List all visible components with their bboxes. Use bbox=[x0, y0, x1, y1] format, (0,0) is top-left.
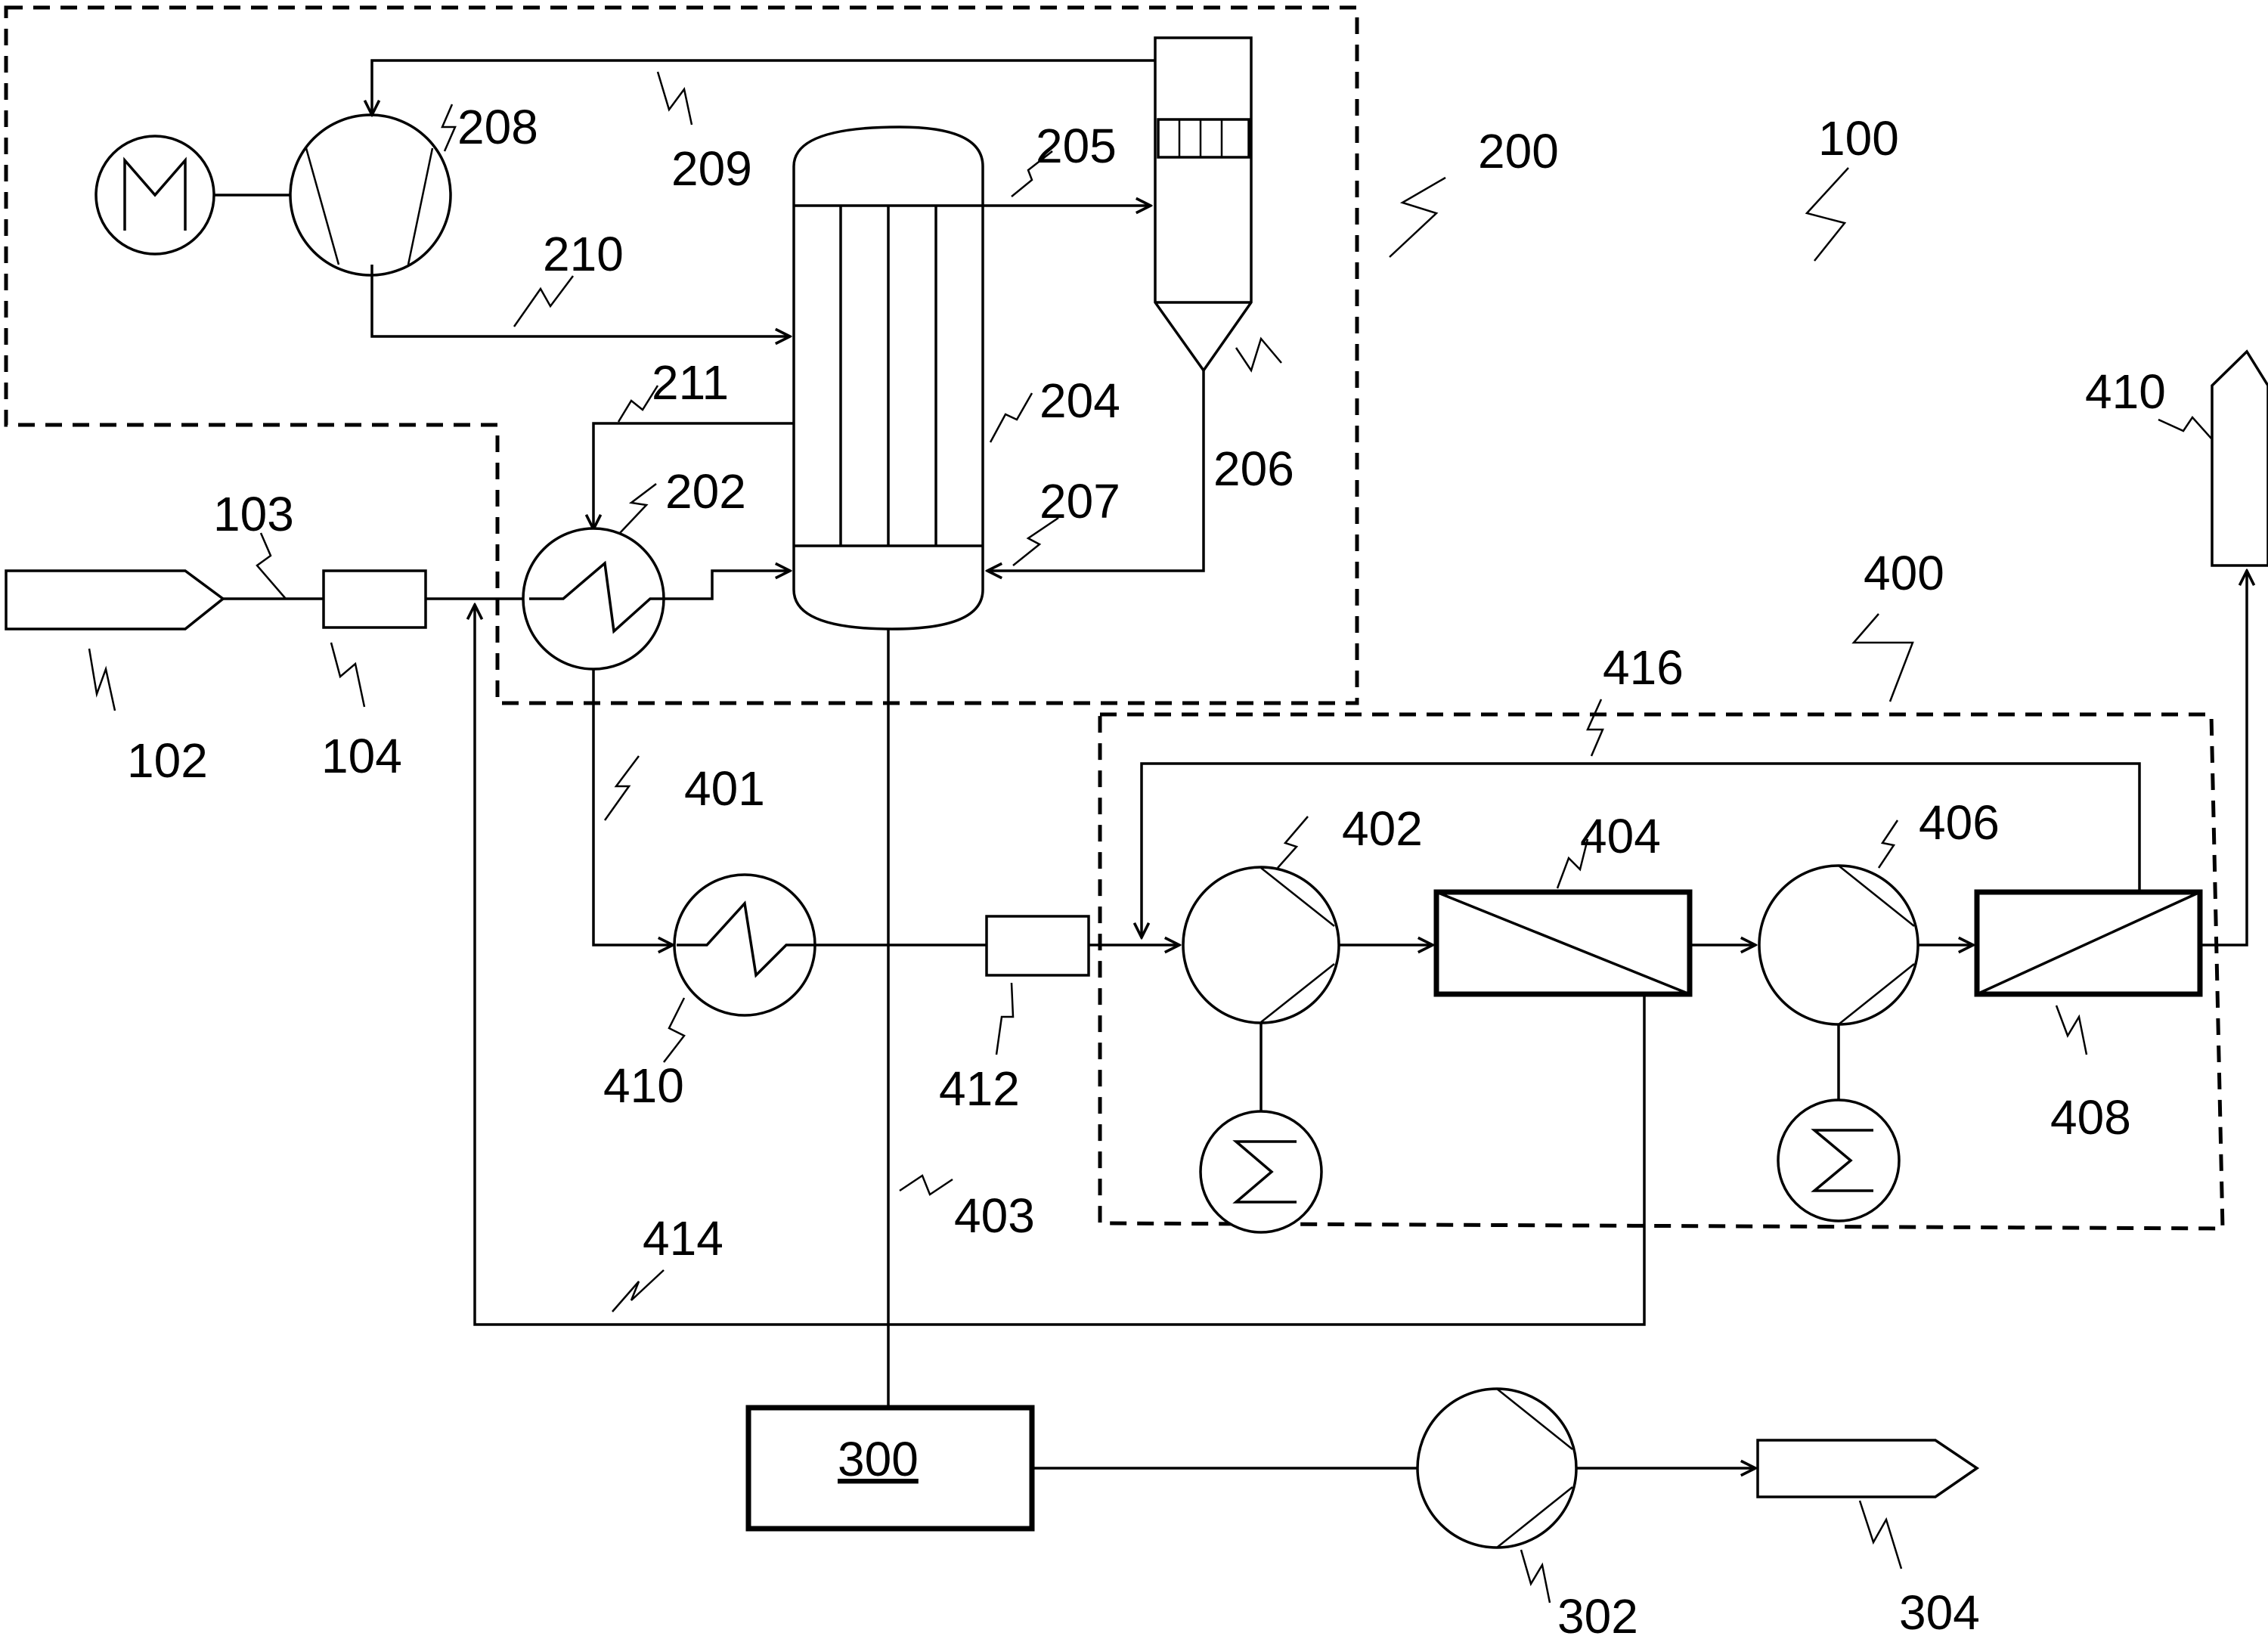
cyclone-separator bbox=[1154, 36, 1253, 373]
compressor-406-blade-top bbox=[1838, 865, 1915, 927]
label-408: 408 bbox=[2050, 1090, 2131, 1145]
label-402: 402 bbox=[1342, 801, 1423, 856]
leader-403 bbox=[899, 1174, 953, 1196]
feed-source-102 bbox=[5, 569, 225, 631]
label-206: 206 bbox=[1213, 442, 1294, 496]
label-209: 209 bbox=[671, 141, 752, 196]
compressor-208 bbox=[289, 113, 452, 277]
motor-symbol bbox=[123, 156, 187, 231]
leader-401 bbox=[603, 755, 640, 821]
membrane-404-diagonal bbox=[1436, 891, 1690, 996]
line-414 bbox=[475, 605, 1646, 1326]
label-205: 205 bbox=[1036, 119, 1117, 173]
label-102: 102 bbox=[127, 733, 208, 788]
label-202: 202 bbox=[665, 464, 746, 519]
leader-211 bbox=[617, 385, 659, 423]
leader-410-tank bbox=[2158, 415, 2212, 439]
leader-206 bbox=[1235, 336, 1282, 373]
unit-104 bbox=[322, 569, 427, 629]
product-tank-410 bbox=[2211, 349, 2268, 567]
label-404: 404 bbox=[1580, 809, 1661, 863]
motor-406-icon bbox=[1777, 1098, 1901, 1222]
leader-416 bbox=[1586, 699, 1604, 757]
label-103: 103 bbox=[213, 487, 294, 541]
cyclone-grid bbox=[1157, 118, 1250, 159]
leader-103 bbox=[256, 532, 287, 600]
label-403: 403 bbox=[954, 1188, 1035, 1243]
leader-414 bbox=[612, 1269, 665, 1312]
leader-104 bbox=[330, 642, 366, 708]
product-304 bbox=[1756, 1439, 1980, 1498]
label-104: 104 bbox=[321, 729, 402, 783]
line-209 bbox=[372, 59, 1155, 115]
leader-200 bbox=[1389, 176, 1446, 258]
compressor-402-blade-bottom bbox=[1260, 963, 1335, 1023]
leader-406 bbox=[1877, 820, 1899, 869]
label-401: 401 bbox=[684, 761, 765, 816]
leader-205 bbox=[1011, 150, 1053, 197]
leader-402 bbox=[1277, 816, 1309, 869]
leader-404 bbox=[1556, 838, 1589, 889]
subsystem-200-boundary bbox=[4, 5, 1359, 705]
compressor-208-blade-left bbox=[305, 147, 340, 265]
motor-406-symbol bbox=[1811, 1129, 1873, 1192]
label-211: 211 bbox=[652, 355, 729, 410]
label-412: 412 bbox=[939, 1061, 1020, 1116]
label-416: 416 bbox=[1603, 640, 1684, 695]
label-200: 200 bbox=[1478, 124, 1559, 178]
leader-102 bbox=[88, 648, 116, 711]
hx202-to-reactor-line bbox=[664, 571, 790, 600]
label-414: 414 bbox=[643, 1211, 723, 1266]
leader-100 bbox=[1805, 167, 1849, 262]
heat-exchanger-202-coil bbox=[529, 560, 664, 634]
label-304: 304 bbox=[1899, 1585, 1980, 1636]
leader-408 bbox=[2055, 1005, 2088, 1055]
label-207: 207 bbox=[1040, 474, 1120, 528]
label-100: 100 bbox=[1818, 111, 1899, 166]
compressor-402 bbox=[1182, 866, 1340, 1024]
leader-210 bbox=[513, 275, 574, 327]
line-211 bbox=[593, 422, 794, 529]
unit-412 bbox=[985, 915, 1090, 977]
label-410-tank: 410 bbox=[2085, 364, 2166, 419]
line-401 bbox=[592, 669, 673, 945]
subsystem-400-boundary bbox=[1098, 712, 2225, 1231]
label-210: 210 bbox=[543, 227, 624, 281]
leader-208 bbox=[441, 104, 457, 152]
label-300: 300 bbox=[838, 1432, 919, 1486]
leader-400 bbox=[1851, 613, 1914, 702]
motor-402-icon bbox=[1199, 1110, 1323, 1234]
compressor-406-blade-bottom bbox=[1838, 963, 1915, 1025]
leader-207 bbox=[1012, 516, 1059, 566]
line-206 bbox=[987, 370, 1205, 571]
motor-402-symbol bbox=[1232, 1140, 1297, 1204]
label-410-hx: 410 bbox=[603, 1058, 684, 1113]
label-302: 302 bbox=[1557, 1589, 1638, 1636]
label-204: 204 bbox=[1040, 373, 1120, 428]
leader-209 bbox=[656, 71, 693, 125]
leader-304 bbox=[1858, 1500, 1903, 1569]
pump-302-blade-top bbox=[1496, 1388, 1573, 1450]
membrane-404 bbox=[1433, 889, 1693, 997]
leader-202 bbox=[619, 483, 657, 534]
408-to-tank-line bbox=[2200, 571, 2247, 947]
label-208: 208 bbox=[457, 100, 538, 154]
compressor-208-blade-right bbox=[407, 147, 434, 265]
membrane-408 bbox=[1974, 889, 2203, 997]
leader-412 bbox=[995, 982, 1015, 1055]
leader-302 bbox=[1520, 1549, 1551, 1603]
label-400: 400 bbox=[1864, 546, 1944, 600]
heat-exchanger-410-coil bbox=[677, 900, 815, 978]
pump-302-blade-bottom bbox=[1496, 1486, 1573, 1548]
label-406: 406 bbox=[1919, 795, 2000, 850]
leader-204 bbox=[989, 392, 1033, 443]
leader-410-hx bbox=[663, 997, 686, 1063]
line-416 bbox=[1142, 762, 2141, 937]
membrane-408-diagonal bbox=[1976, 891, 2201, 996]
line-210 bbox=[370, 265, 790, 336]
compressor-402-blade-top bbox=[1260, 867, 1335, 927]
compressor-406 bbox=[1758, 864, 1919, 1026]
pump-302 bbox=[1416, 1387, 1578, 1549]
